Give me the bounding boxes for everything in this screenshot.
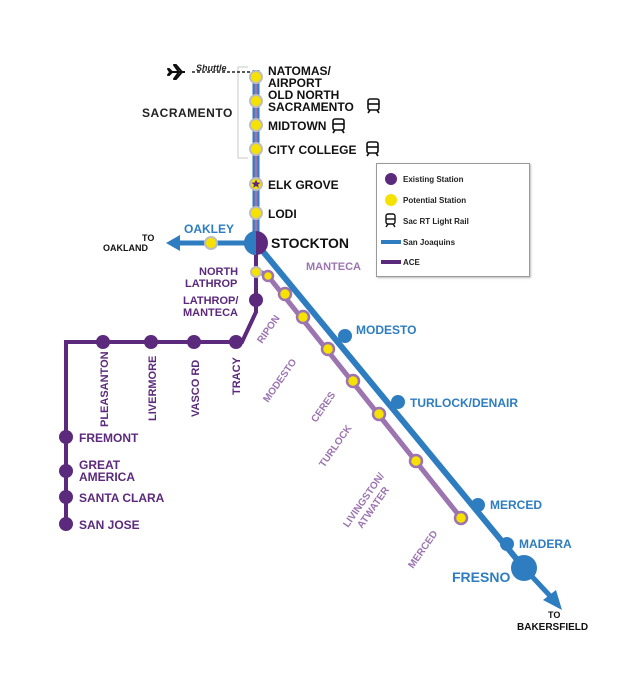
light-rail-icon — [366, 141, 379, 157]
pleasanton-label: PLEASANTON — [99, 351, 111, 427]
legend-ace-label: ACE — [403, 257, 420, 267]
station-santa-clara — [59, 490, 73, 504]
legend-ace: ACE — [377, 253, 420, 271]
station-san-jose — [59, 517, 73, 531]
legend-san-joaquins: San Joaquins — [377, 233, 455, 251]
ripon-label: RIPON — [255, 313, 282, 345]
station-midtown — [249, 118, 263, 132]
turlock-ace-label: TURLOCK — [317, 423, 354, 470]
ceres-label: CERES — [309, 390, 338, 425]
map-legend: Existing Station Potential Station Sac R… — [376, 163, 530, 277]
station-modesto-ace — [320, 341, 336, 357]
light-rail-icon — [367, 98, 380, 114]
airplane-icon — [167, 64, 185, 80]
lodi-label: LODI — [268, 207, 297, 221]
manteca-label: MANTECA — [306, 261, 361, 273]
to-oakland-label-1: TO — [142, 233, 154, 243]
station-ripon — [277, 286, 293, 302]
ace-merced-extension — [254, 267, 463, 520]
oldnorth-label-1: OLD NORTH — [268, 88, 339, 102]
to-oakland-label-2: OAKLAND — [103, 243, 148, 253]
oldnorth-label-2: SACRAMENTO — [268, 100, 354, 114]
sacramento-bracket — [237, 66, 248, 159]
station-lodi — [249, 206, 263, 220]
legend-existing: Existing Station — [377, 170, 463, 188]
san-jose-label: SAN JOSE — [79, 518, 140, 532]
light-rail-icons — [332, 98, 380, 157]
san-joaquins-south-line — [253, 241, 527, 570]
to-bakersfield-label-1: TO — [548, 610, 560, 620]
station-livermore — [144, 335, 158, 349]
ace-line-icon — [381, 260, 401, 264]
station-old-north — [249, 94, 263, 108]
station-lathrop-manteca — [249, 293, 263, 307]
north-lathrop-label-1: NORTH — [199, 266, 238, 278]
station-oakley — [204, 236, 218, 250]
merced-sj-label: MERCED — [490, 498, 542, 512]
light-rail-icon — [385, 213, 396, 228]
santa-clara-label: SANTA CLARA — [79, 491, 165, 505]
modesto-ace-label: MODESTO — [261, 357, 299, 405]
legend-light-rail-label: Sac RT Light Rail — [403, 216, 469, 226]
midtown-label: MIDTOWN — [268, 119, 326, 133]
shuttle-label: Shuttle — [196, 63, 227, 73]
station-turlock-ace — [371, 406, 387, 422]
oakley-label: OAKLEY — [184, 222, 234, 236]
legend-potential: Potential Station — [377, 191, 466, 209]
legend-light-rail: Sac RT Light Rail — [377, 212, 469, 230]
station-fresno — [511, 555, 537, 581]
station-escalon — [295, 309, 311, 325]
station-natomas — [249, 70, 263, 84]
station-tracy — [229, 335, 243, 349]
station-pleasanton — [96, 335, 110, 349]
station-merced-ace — [453, 510, 469, 526]
station-vasco — [187, 335, 201, 349]
station-manteca — [261, 269, 275, 283]
station-north-lathrop — [250, 266, 262, 278]
sacramento-label: SACRAMENTO — [142, 106, 233, 120]
great-america-label-2: AMERICA — [79, 470, 135, 484]
livermore-label: LIVERMORE — [147, 356, 159, 421]
stockton-label: STOCKTON — [271, 235, 349, 251]
to-bakersfield-label-2: BAKERSFIELD — [517, 622, 588, 633]
fresno-label: FRESNO — [452, 569, 510, 585]
turlock-denair-label: TURLOCK/DENAIR — [410, 396, 518, 410]
north-lathrop-label-2: LATHROP — [185, 278, 237, 290]
great-america-label-1: GREAT — [79, 458, 121, 472]
lathrop-manteca-label-2: MANTECA — [183, 307, 238, 319]
station-livingston — [408, 453, 424, 469]
station-markers — [204, 70, 263, 278]
station-merced-sj — [471, 498, 485, 512]
existing-station-icon — [385, 173, 397, 185]
madera-label: MADERA — [519, 537, 572, 551]
station-city-college — [249, 142, 263, 156]
elkgrove-label: ELK GROVE — [268, 178, 339, 192]
citycollege-label: CITY COLLEGE — [268, 143, 356, 157]
light-rail-icon — [332, 118, 345, 134]
natomas-label-2: AIRPORT — [268, 76, 323, 90]
modesto-sj-label: MODESTO — [356, 323, 416, 337]
natomas-label-1: NATOMAS/ — [268, 64, 332, 78]
station-ceres — [345, 373, 361, 389]
legend-existing-label: Existing Station — [403, 174, 464, 184]
vasco-label: VASCO RD — [190, 360, 202, 417]
elk-grove-star-icon — [251, 179, 261, 188]
station-turlock-denair — [391, 395, 405, 409]
to-oakland-arrow — [166, 235, 180, 251]
fremont-label: FREMONT — [79, 431, 139, 445]
to-bakersfield-arrow — [543, 590, 562, 610]
station-great-america — [59, 464, 73, 478]
ace-west-line — [64, 243, 258, 524]
lathrop-manteca-label-1: LATHROP/ — [183, 295, 238, 307]
potential-station-icon — [385, 194, 397, 206]
station-fremont — [59, 430, 73, 444]
merced-ace-label: MERCED — [406, 529, 440, 571]
san-joaquins-line-icon — [381, 240, 401, 244]
legend-potential-label: Potential Station — [403, 195, 467, 205]
station-modesto-sj — [338, 329, 352, 343]
tracy-label: TRACY — [231, 356, 243, 395]
legend-san-joaquins-label: San Joaquins — [403, 237, 456, 247]
station-madera — [500, 537, 514, 551]
